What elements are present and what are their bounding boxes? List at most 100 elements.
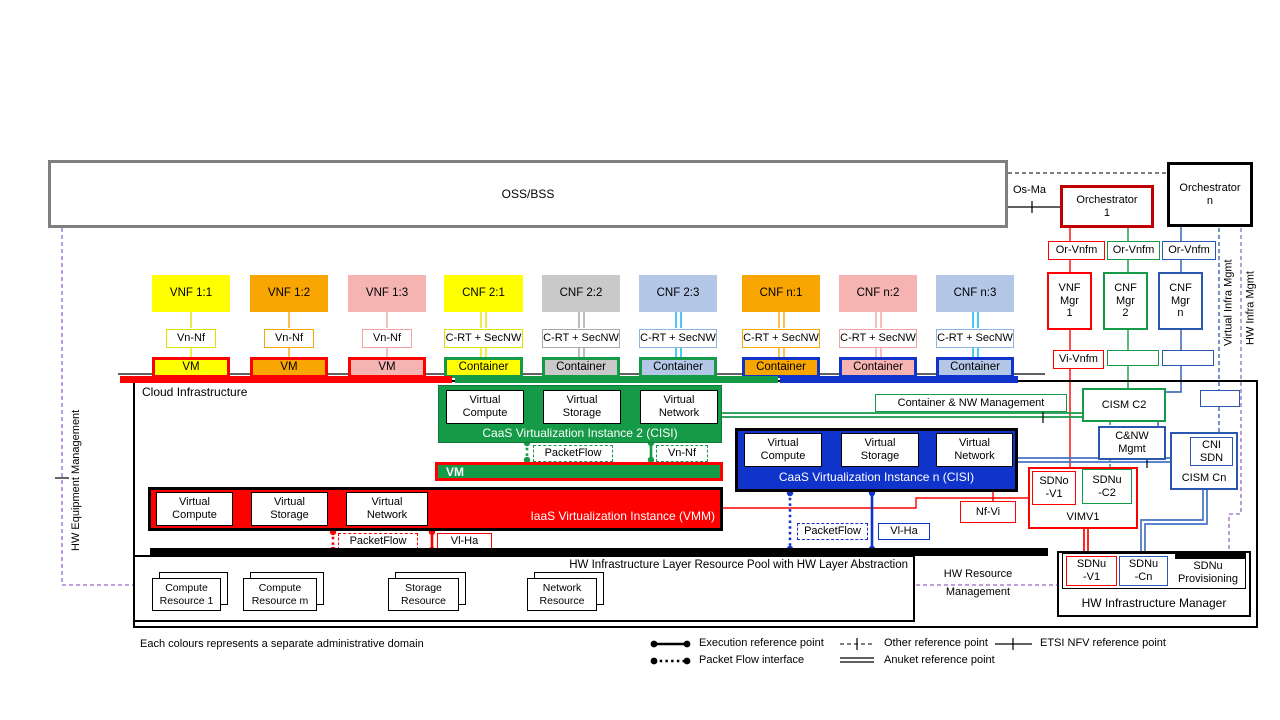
vnf-mgr-1-box: VNF Mgr 1 [1047,272,1092,330]
vim-sdnu-double-red [1083,529,1089,554]
container-box-3: Container [639,357,717,378]
legend-other-glyph [840,638,874,650]
legend-anuket-glyph [840,657,874,663]
vi-vnfm-label: Vi-Vnfm [1053,350,1104,369]
cisi2-virtual-storage: Virtual Storage [543,390,621,424]
cisi2-vn-nf-label: Vn-Nf [656,445,708,462]
crt-secnw-label-6: C-RT + SecNW [936,329,1014,348]
container-box-1: Container [444,357,523,378]
workload-vnf-1-3: VNF 1:3 [348,275,426,312]
cni-sdn-box: CNI SDN [1190,437,1233,466]
legend-etsi-glyph [995,638,1032,650]
or-vnfm-label-blue: Or-Vnfm [1162,241,1216,260]
virtual-infra-box-blue [1200,390,1240,407]
crt-secnw-label-3: C-RT + SecNW [639,329,717,348]
workload-cnf-2-3: CNF 2:3 [639,275,717,312]
iaas-domain-bar [120,376,452,383]
cnf-mgr-n-box: CNF Mgr n [1158,272,1203,330]
cisi2-virtual-network: Virtual Network [640,390,718,424]
vm-box-3: VM [348,357,426,378]
caas2-domain-bar [455,376,778,383]
workload-vnf-1-2: VNF 1:2 [250,275,328,312]
cnf-mgr-2-box: CNF Mgr 2 [1103,272,1148,330]
os-ma-label: Os-Ma [1013,184,1046,196]
workload-connectors [190,312,979,357]
vm-layer-bar: VM [435,462,723,481]
container-box-2: Container [542,357,620,378]
orchestrator-n-box: Orchestrator n [1167,162,1253,227]
hw-resource-mgmt-label: HW Resource Management [943,567,1013,598]
vi-vnfm-box-blue [1162,350,1214,366]
resource-storage: Storage Resource [388,578,459,611]
sdnu-provisioning-label: SDNu Provisioning [1178,560,1238,585]
workload-cnf-n-2: CNF n:2 [839,275,917,312]
workload-vnf-1-1: VNF 1:1 [152,275,230,312]
hw-abstraction-bar [150,548,1048,556]
nf-vi-label: Nf-Vi [960,501,1016,523]
os-ma-links [1008,172,1167,213]
hw-infra-manager-inner-box [1062,553,1246,589]
vn-nf-label-2: Vn-Nf [264,329,314,348]
legend-execution-glyph [650,640,691,648]
vimv1-label: VIMV1 [1066,510,1100,523]
vmm-virtual-storage: Virtual Storage [251,492,328,526]
hw-infra-mgmt-label: HW Infra Mgmt [1244,271,1257,345]
crt-secnw-label-2: C-RT + SecNW [542,329,620,348]
oss-bss-box: OSS/BSS [48,160,1008,228]
sdnu-cn-box: SDNu -Cn [1119,556,1168,586]
vn-nf-label-3: Vn-Nf [362,329,412,348]
workload-cnf-n-3: CNF n:3 [936,275,1014,312]
vmm-virtual-compute: Virtual Compute [156,492,233,526]
vn-nf-label-1: Vn-Nf [166,329,216,348]
legend-note: Each colours represents a separate admin… [140,638,424,650]
vmm-label: IaaS Virtualization Instance (VMM) [530,509,715,523]
vmm-packetflow-label: PacketFlow [338,533,418,550]
vmm-box [148,487,723,531]
or-vnfm-label-red: Or-Vnfm [1048,241,1105,260]
cisi2-virtual-compute: Virtual Compute [446,390,524,424]
vi-vnfm-box-green [1107,350,1159,366]
resource-network: Network Resource [527,578,597,611]
cisin-vl-ha-label: Vl-Ha [878,523,930,540]
legend-packet-flow-label: Packet Flow interface [699,654,805,666]
hw-infra-mgmt-line [1228,228,1242,551]
container-box-6: Container [936,357,1014,378]
cisin-packetflow-label: PacketFlow [797,523,868,540]
sdnu-provisioning-bar [1175,552,1245,559]
cisin-virtual-network: Virtual Network [936,433,1013,467]
container-box-5: Container [839,357,917,378]
vm-box-1: VM [152,357,230,378]
sdno-v1-box: SDNo -V1 [1032,471,1076,505]
cisi-2-label: CaaS Virtualization Instance 2 (CISI) [482,426,678,441]
caasn-domain-bar [780,376,1018,383]
crt-secnw-label-5: C-RT + SecNW [839,329,917,348]
cisin-virtual-storage: Virtual Storage [841,433,919,467]
crt-secnw-label-1: C-RT + SecNW [444,329,523,348]
cism-c2-box: CISM C2 [1082,388,1166,422]
cismcn-sdnu-double-blue [1140,490,1208,554]
crt-secnw-label-4: C-RT + SecNW [742,329,820,348]
cnw-mgmt-box: C&NW Mgmt [1098,426,1166,460]
resource-compute-1: Compute Resource 1 [152,578,221,611]
hw-pool-title: HW Infrastructure Layer Resource Pool wi… [569,559,908,571]
cism-cn-label: CISM Cn [1181,471,1227,484]
workload-cnf-n-1: CNF n:1 [742,275,820,312]
orchestrator-1-box: Orchestrator 1 [1060,185,1154,228]
workload-cnf-2-1: CNF 2:1 [444,275,523,312]
legend-packet-flow-glyph [650,657,691,665]
container-nw-mgmt-label: Container & NW Management [875,394,1067,412]
vm-box-2: VM [250,357,328,378]
vmm-virtual-network: Virtual Network [346,492,428,526]
hw-equipment-mgmt-label: HW Equipment Management [70,409,82,552]
legend-execution-label: Execution reference point [699,637,824,649]
workload-cnf-2-2: CNF 2:2 [542,275,620,312]
virtual-infra-mgmt-label: Virtual Infra Mgmt [1222,259,1235,347]
container-box-4: Container [742,357,820,378]
cisin-virtual-compute: Virtual Compute [744,433,822,467]
or-vnfm-label-green: Or-Vnfm [1107,241,1160,260]
legend-other-label: Other reference point [884,637,988,649]
sdnu-v1-box: SDNu -V1 [1066,556,1117,586]
cisi-n-label: CaaS Virtualization Instance n (CISI) [778,470,975,485]
